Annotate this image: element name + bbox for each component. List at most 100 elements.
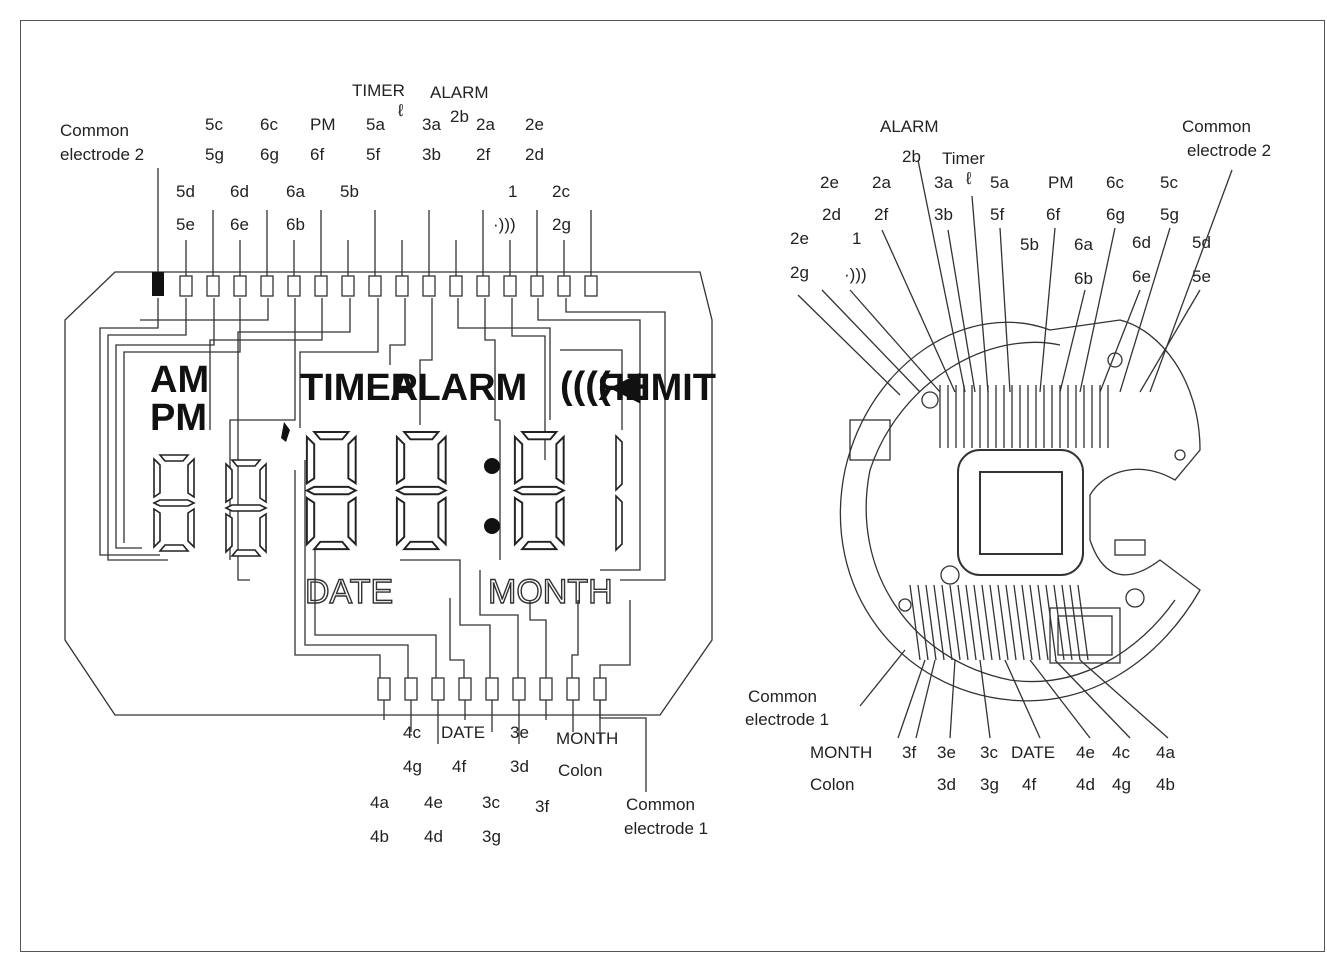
digit-5	[512, 431, 566, 551]
top-pin-label: 6c	[1106, 173, 1124, 192]
lcd-bottom-pin	[431, 677, 445, 701]
top-pin-label: 5g	[205, 145, 224, 164]
module-inner-ring	[865, 341, 1176, 683]
top-pin-label: 5e	[176, 215, 195, 234]
display-month: MONTH	[488, 573, 613, 611]
alarm-label: ALARM	[430, 83, 489, 102]
leader-line	[821, 289, 921, 393]
timer-pointer-icon	[281, 422, 290, 442]
lcd-top-pin	[287, 275, 301, 297]
module-contact	[1045, 584, 1057, 661]
display-date: DATE	[305, 573, 393, 611]
top-pin-label: ·)))	[493, 215, 516, 234]
module-contact	[965, 584, 977, 661]
leader-line	[1079, 227, 1116, 393]
bottom-pin-label: 3c	[482, 793, 500, 812]
bottom-pin-label: 4f	[452, 757, 466, 776]
top-pin-label: 5g	[1160, 205, 1179, 224]
module-contact	[1053, 584, 1065, 661]
bottom-pin-label: 4c	[403, 723, 421, 742]
leader-line	[1099, 289, 1141, 393]
lcd-bottom-pin	[512, 677, 526, 701]
leader-line	[915, 659, 936, 739]
bottom-pin-label: 4a	[370, 793, 389, 812]
lcd-top-pin	[179, 275, 193, 297]
top-pin-label: 6d	[230, 182, 249, 201]
top-pin-label: 2c	[552, 182, 570, 201]
lcd-bottom-pin	[566, 677, 580, 701]
bottom-pin-label: 3d	[937, 775, 956, 794]
module-contact	[1037, 584, 1049, 661]
top-pin-label: 2e	[525, 115, 544, 134]
top-pin-label: 6b	[1074, 269, 1093, 288]
leader-line	[1054, 659, 1131, 739]
leader-line	[1004, 659, 1041, 739]
module-top-contacts	[909, 385, 1109, 661]
top-pin-label: 5e	[1192, 267, 1211, 286]
top-pin-label: 5a	[366, 115, 385, 134]
module-contact	[1021, 584, 1033, 661]
lcd-bottom-pin	[539, 677, 553, 701]
module-contact	[997, 584, 1009, 661]
digit-6	[615, 434, 623, 552]
top-pin-label: 6f	[1046, 205, 1060, 224]
lcd-bottom-pin	[458, 677, 472, 701]
lcd-top-pin	[395, 275, 409, 297]
ic-chip-die	[979, 471, 1063, 555]
bottom-pin-label: electrode 1	[624, 819, 708, 838]
top-pin-label: 2g	[552, 215, 571, 234]
module-contact	[925, 584, 937, 661]
alarm-sound-icon: ((((◀	[560, 365, 641, 407]
module-contact	[1013, 584, 1025, 661]
top-pin-label: 5d	[176, 182, 195, 201]
top-pin-label: 5b	[340, 182, 359, 201]
top-pin-label: 3a	[934, 173, 953, 192]
bottom-pin-label: 3g	[980, 775, 999, 794]
top-pin-label: 2e	[820, 173, 839, 192]
timer-label: TIMER	[352, 81, 405, 100]
top-pin-label: 6f	[310, 145, 324, 164]
leader-line	[849, 289, 941, 393]
leader-line	[971, 195, 989, 393]
lcd-top-pin	[449, 275, 463, 297]
display-alarm: ALARM	[390, 367, 527, 409]
bottom-pin-label: 3d	[510, 757, 529, 776]
lcd-top-pin	[314, 275, 328, 297]
leader-line	[897, 659, 926, 739]
module-contact	[941, 584, 953, 661]
module-contact	[909, 584, 921, 661]
top-pin-label: ·)))	[844, 265, 867, 284]
top-pin-label: 2b	[450, 107, 469, 126]
lcd-bottom-pin	[404, 677, 418, 701]
bottom-pin-label: DATE	[441, 723, 485, 742]
pin-common-2	[152, 272, 164, 296]
module-contact	[949, 584, 961, 661]
lcd-top-pin	[584, 275, 598, 297]
bottom-pin-label: 4d	[1076, 775, 1095, 794]
top-pin-label: 2f	[874, 205, 888, 224]
common-electrode-1-right-line2: electrode 1	[745, 710, 829, 729]
top-pin-label: 2b	[902, 147, 921, 166]
bottom-pin-label: 3f	[535, 797, 549, 816]
lcd-traces	[99, 298, 666, 678]
lcd-bottom-pin	[377, 677, 391, 701]
top-pin-label: PM	[310, 115, 336, 134]
leader-line	[797, 294, 901, 396]
leader-line	[1059, 289, 1086, 393]
common-electrode-2-line1: Common	[60, 121, 129, 140]
bottom-pin-label: 3e	[937, 743, 956, 762]
top-pin-label: 1	[852, 229, 861, 248]
digit-4	[394, 431, 448, 551]
top-pin-label: 2g	[790, 263, 809, 282]
top-pin-label: 6g	[1106, 205, 1125, 224]
top-pin-label: 2a	[872, 173, 891, 192]
leader-line	[999, 227, 1011, 393]
top-pin-label: 2f	[476, 145, 490, 164]
module-contact	[1077, 584, 1089, 661]
display-am: AM	[150, 359, 209, 401]
lcd-outline	[64, 271, 713, 716]
module-contact	[917, 584, 929, 661]
